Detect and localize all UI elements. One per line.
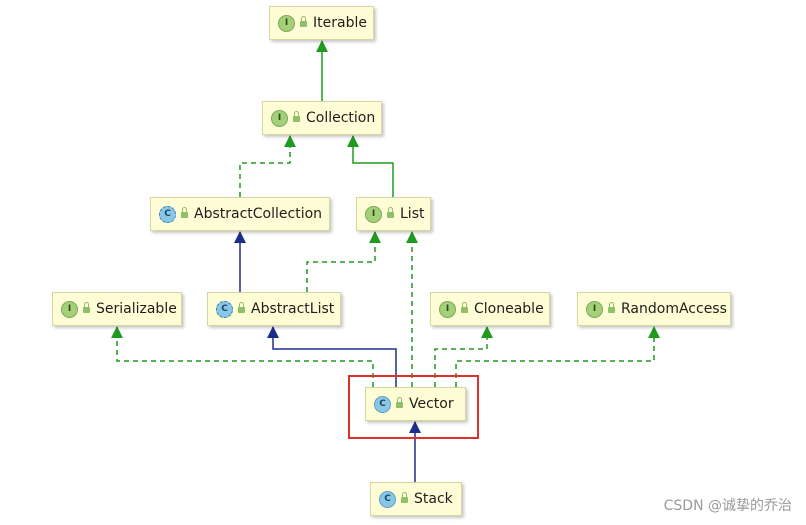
node-label: Stack: [414, 491, 453, 507]
lock-icon: [461, 302, 468, 313]
node-label: Vector: [409, 396, 454, 412]
node-abstractlist[interactable]: C AbstractList: [207, 292, 341, 326]
node-collection[interactable]: I Collection: [262, 101, 382, 135]
edge-abstractcollection-to-collection: [239, 135, 296, 197]
class-icon: C: [379, 490, 396, 508]
interface-icon: I: [586, 300, 603, 318]
node-abstractcollection[interactable]: C AbstractCollection: [150, 197, 330, 231]
abstract-class-icon: C: [216, 300, 233, 318]
node-vector[interactable]: C Vector: [365, 387, 466, 421]
lock-icon: [293, 111, 300, 122]
watermark: CSDN @诚挚的乔治: [663, 498, 792, 514]
node-label: Iterable: [313, 15, 367, 31]
node-list[interactable]: I List: [356, 197, 431, 231]
edge-vector-to-serializable: [111, 326, 374, 387]
node-label: List: [400, 206, 425, 222]
edge-list-to-collection: [347, 135, 394, 197]
node-cloneable[interactable]: I Cloneable: [430, 292, 550, 326]
interface-icon: I: [439, 300, 456, 318]
lock-icon: [608, 302, 615, 313]
node-label: Collection: [306, 110, 376, 126]
edge-vector-to-cloneable: [434, 326, 493, 387]
node-label: Serializable: [96, 301, 177, 317]
node-iterable[interactable]: I Iterable: [269, 6, 374, 40]
edge-abstractlist-to-list: [306, 231, 381, 292]
node-serializable[interactable]: I Serializable: [52, 292, 182, 326]
lock-icon: [300, 16, 307, 27]
node-label: AbstractList: [251, 301, 335, 317]
node-label: RandomAccess: [621, 301, 727, 317]
interface-icon: I: [61, 300, 78, 318]
class-icon: C: [374, 395, 391, 413]
edge-vector-to-randomaccess: [455, 326, 660, 387]
lock-icon: [83, 302, 90, 313]
edge-vector-to-abstractlist: [267, 326, 397, 387]
node-randomaccess[interactable]: I RandomAccess: [577, 292, 731, 326]
node-label: AbstractCollection: [194, 206, 323, 222]
node-stack[interactable]: C Stack: [370, 482, 462, 516]
lock-icon: [181, 207, 188, 218]
lock-icon: [396, 397, 403, 408]
lock-icon: [387, 207, 394, 218]
interface-icon: I: [365, 205, 382, 223]
interface-icon: I: [278, 14, 295, 32]
lock-icon: [401, 492, 408, 503]
lock-icon: [238, 302, 245, 313]
interface-icon: I: [271, 109, 288, 127]
abstract-class-icon: C: [159, 205, 176, 223]
node-label: Cloneable: [474, 301, 544, 317]
